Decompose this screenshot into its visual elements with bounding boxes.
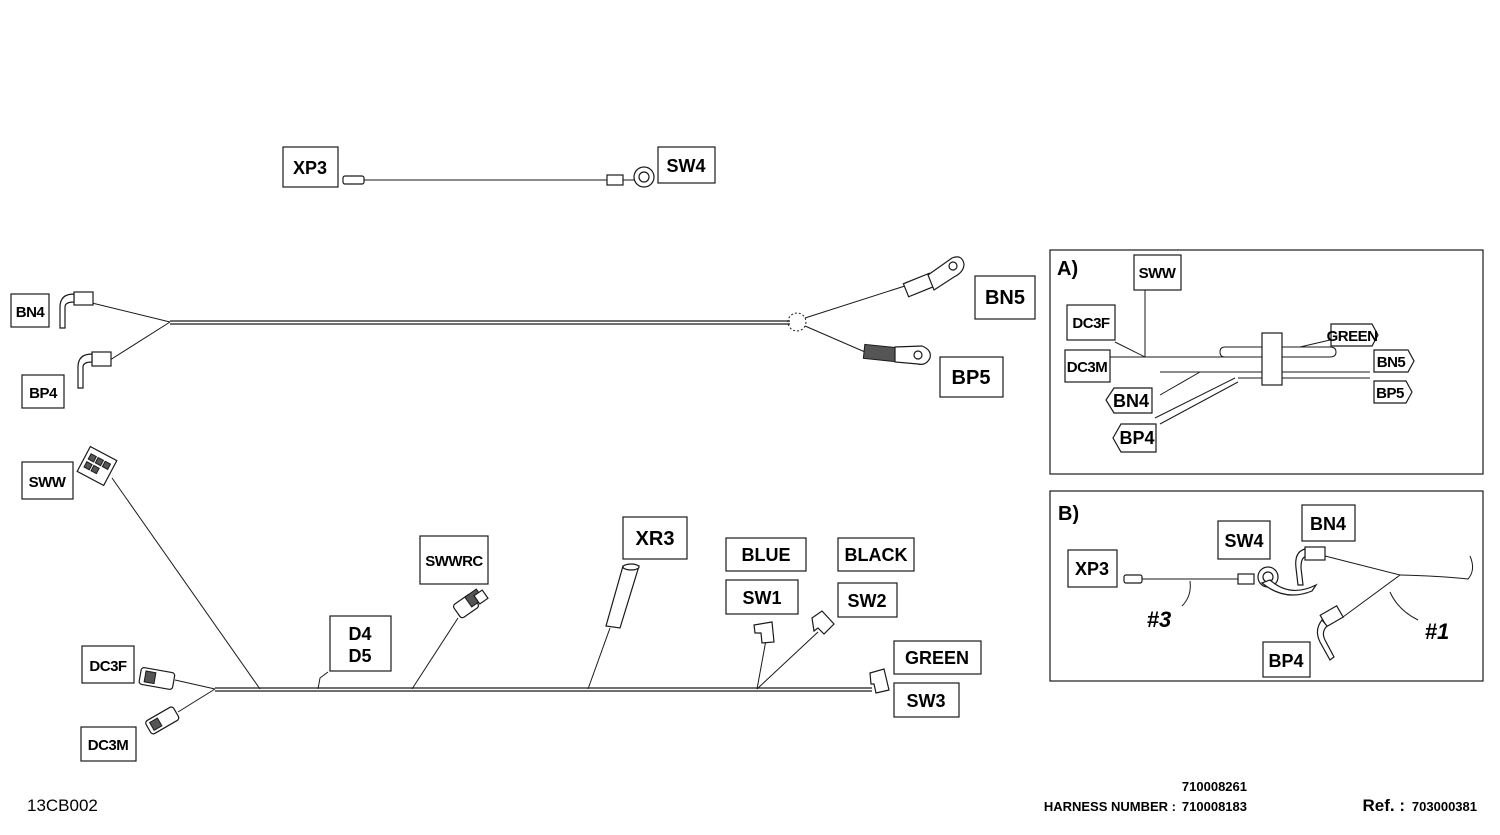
switch-harness: SWW DC3F DC3M D4 D5 SWWRC [21,445,982,762]
label-box-swwrc [419,535,489,585]
label-xr3: XR3 [636,528,675,550]
detail-a-label-sww: SWW [1139,265,1177,282]
detail-b-bp4-terminal [1316,604,1344,661]
label-sw3: SW3 [906,691,945,711]
detail-a-label-bn4: BN4 [1113,391,1149,411]
detail-b-sw4-crimp [1237,573,1255,585]
detail-b-title: B) [1058,503,1079,525]
detail-b-xp3-connector [1123,574,1143,584]
label-box-green [893,640,982,675]
detail-b-label-box-xp3 [1067,549,1118,588]
label-dc3m: DC3M [88,737,129,754]
sw4-ring-crimp [606,174,624,186]
detail-b-label-bp4: BP4 [1268,651,1303,671]
label-sw4: SW4 [666,156,705,176]
label-box-bn5 [974,275,1036,320]
label-green: GREEN [905,648,969,668]
detail-a-tag-green [1330,323,1379,347]
detail-a-label-box-dc3f [1066,304,1116,341]
detail-a-label-dc3f: DC3F [1072,315,1110,332]
split-point-marker [787,312,807,332]
detail-a-tag-bn4 [1105,387,1153,414]
detail-a-tag-bp5 [1373,380,1413,404]
detail-a-label-bp5: BP5 [1376,385,1404,402]
dc3m-connector [145,706,180,735]
detail-a-label-bn5: BN5 [1377,354,1406,371]
label-box-d4-d5 [329,615,392,672]
label-d5: D5 [348,646,371,666]
detail-a-title: A) [1057,258,1078,280]
harness-number-1: 710008261 [1182,779,1247,794]
label-box-bp4 [21,374,65,409]
sw2-spade-terminal [811,610,835,635]
detail-a-panel: A) SWW DC3F DC3M GREEN BN5 BP5 BN4 BP4 [1049,249,1484,475]
label-bn4: BN4 [16,304,46,321]
sw3-spade-terminal [869,668,890,694]
detail-a-clip [1261,332,1283,386]
detail-b-label-box-bn4 [1301,504,1356,542]
label-box-bp5 [939,356,1004,398]
xr3-connector [605,563,640,629]
label-box-dc3m [80,726,137,762]
label-bp5: BP5 [952,367,991,389]
bp5-lug-terminal [862,343,931,365]
bp4-terminal [77,351,112,389]
label-sw2: SW2 [847,591,886,611]
label-blue: BLUE [742,545,791,565]
detail-b-label-xp3: XP3 [1075,559,1109,579]
ref-label: Ref. : [1363,796,1406,815]
detail-a-tag-bp4 [1112,423,1157,453]
bn4-terminal [59,291,94,329]
label-swwrc: SWWRC [425,553,483,570]
detail-b-label-box-bp4 [1262,641,1311,678]
ref-value: 703000381 [1412,799,1477,814]
drawing-code: 13CB002 [27,796,98,815]
dc3f-connector [138,667,176,690]
footer: 13CB002 710008261 HARNESS NUMBER : 71000… [27,779,1477,815]
detail-a-label-dc3m: DC3M [1067,359,1108,376]
label-box-sww [21,461,74,500]
label-sw1: SW1 [742,588,781,608]
label-dc3f: DC3F [89,658,127,675]
label-d4: D4 [348,624,371,644]
harness-number-2: 710008183 [1182,799,1247,814]
label-xp3: XP3 [293,158,327,178]
label-black: BLACK [845,545,908,565]
label-box-sw2 [837,582,898,618]
harness-number-label: HARNESS NUMBER : [1044,799,1176,814]
detail-b-ref-3: #3 [1147,607,1171,632]
label-bn5: BN5 [985,287,1025,309]
label-box-xp3 [282,146,339,188]
detail-a-label-bp4: BP4 [1119,428,1154,448]
label-box-sw1 [725,579,799,615]
label-box-sw4 [657,146,716,184]
swwrc-connector [452,588,489,619]
detail-b-bn4-terminal [1260,546,1326,596]
detail-a-tag-bn5 [1373,349,1415,373]
label-box-xr3 [622,516,688,560]
label-bp4: BP4 [29,385,58,402]
label-box-sw3 [893,682,960,718]
detail-b-panel: B) SW4 BN4 XP3 BP4 # [1049,490,1484,682]
detail-b-ref-1: #1 [1425,619,1449,644]
detail-b-label-bn4: BN4 [1310,514,1346,534]
bn5-lug-terminal [902,256,965,298]
label-box-bn4 [10,293,50,328]
detail-b-label-box-sw4 [1217,520,1271,560]
battery-harness: BN4 BP4 BN5 BP5 [10,256,1036,409]
detail-b-label-sw4: SW4 [1224,531,1263,551]
label-box-dc3f [81,645,135,684]
xp3-connector [342,175,365,185]
label-sww: SWW [29,474,67,491]
detail-a-label-box-dc3m [1064,349,1111,383]
detail-a-label-box-sww [1133,254,1182,291]
label-box-blue [725,537,807,572]
sww-connector [76,445,118,487]
xp3-sw4-wire: XP3 SW4 [282,146,716,188]
detail-a-label-green: GREEN [1327,328,1378,345]
label-box-black [837,537,915,572]
sw1-spade-terminal [753,621,775,644]
